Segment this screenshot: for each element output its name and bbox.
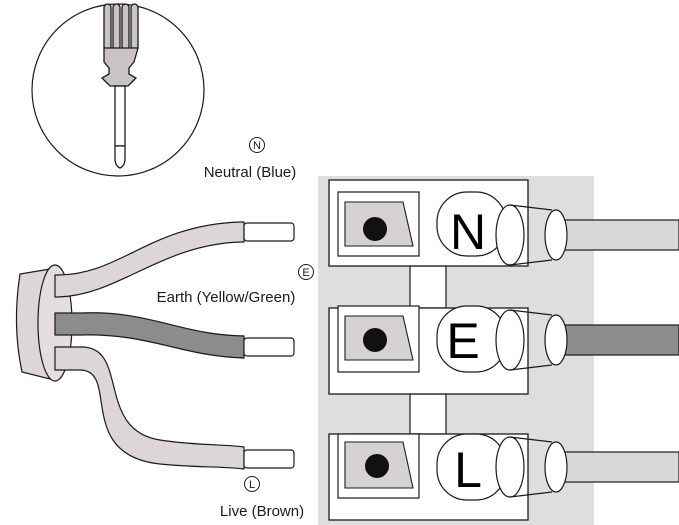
terminal-e-letter: E — [446, 313, 479, 369]
live-label: L Live (Brown) — [220, 476, 304, 520]
terminal-n-letter: N — [450, 204, 486, 260]
neutral-wire — [54, 221, 295, 298]
earth-symbol-circle — [298, 264, 314, 280]
neutral-out-wire — [555, 219, 679, 251]
terminal-block-e: E — [328, 305, 568, 395]
terminal-block-l: L — [328, 433, 568, 521]
terminal-screw-icon — [344, 201, 414, 247]
live-out-wire — [555, 451, 679, 483]
neutral-symbol: N — [253, 140, 261, 152]
earth-wire — [54, 312, 295, 359]
terminal-bridge — [409, 393, 447, 435]
earth-text: Earth (Yellow/Green) — [157, 289, 296, 306]
earth-symbol: E — [302, 267, 309, 279]
terminal-screw-icon — [344, 315, 414, 361]
screwdriver-inset — [31, 3, 205, 177]
live-wire — [54, 346, 295, 470]
live-symbol: L — [249, 479, 255, 491]
live-text: Live (Brown) — [220, 503, 304, 520]
terminal-block-n: N — [328, 179, 568, 267]
terminal-l-letter: L — [454, 442, 482, 498]
live-symbol-circle — [244, 476, 260, 492]
terminal-bridge — [409, 265, 447, 309]
screwdriver-icon — [100, 3, 139, 169]
terminal-screw-icon — [344, 441, 414, 489]
neutral-label: N Neutral (Blue) — [204, 137, 297, 181]
neutral-symbol-circle — [249, 137, 265, 153]
neutral-text: Neutral (Blue) — [204, 164, 297, 181]
earth-out-wire — [555, 324, 679, 356]
earth-label: E Earth (Yellow/Green) — [157, 264, 314, 306]
